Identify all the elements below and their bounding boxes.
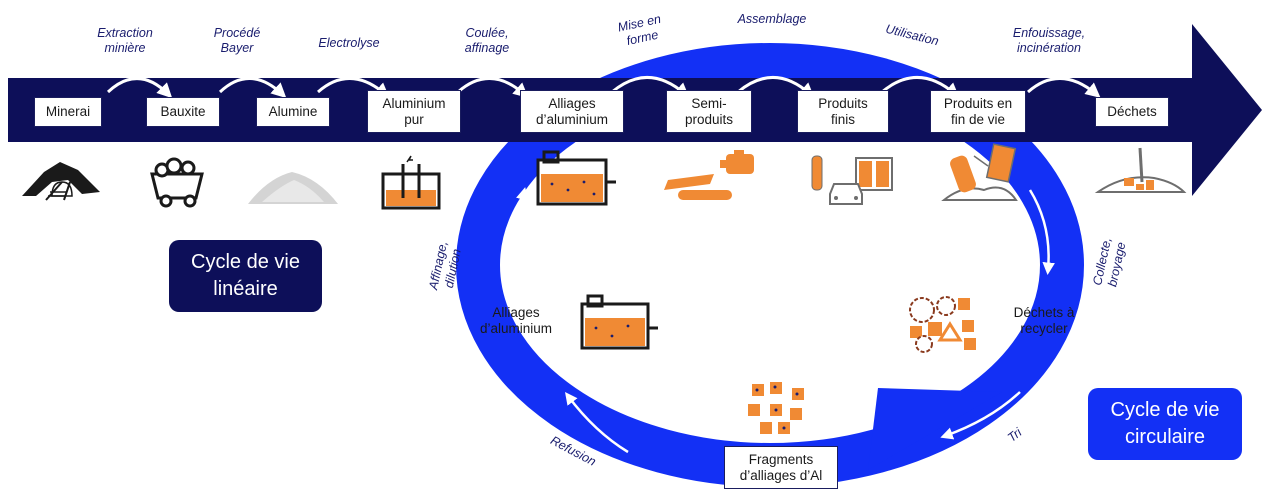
legend-circular: Cycle de vie circulaire <box>1088 388 1242 460</box>
alumina-powder-icon <box>248 172 338 204</box>
mine-icon <box>22 162 100 201</box>
end-of-life-products-icon <box>941 143 1018 201</box>
alliages-aluminium-ring-label: Alliages d’aluminium <box>479 305 553 336</box>
dechets-box: Déchets <box>1095 97 1169 127</box>
landfill-icon <box>1094 147 1187 193</box>
aluminium-pur-box: Aluminium pur <box>367 90 461 133</box>
step-electrolyse: Electrolyse <box>318 36 380 50</box>
alumine-box: Alumine <box>256 97 330 127</box>
finished-products-icon <box>811 155 893 205</box>
semi-produits-box: Semi- produits <box>666 90 752 133</box>
linear-step-arrows <box>106 76 1101 99</box>
bauxite-box: Bauxite <box>146 97 220 127</box>
ring-arrowhead <box>868 388 1002 470</box>
electrolysis-cell-icon <box>381 155 441 210</box>
legend-linear: Cycle de vie linéaire <box>169 240 322 312</box>
step-coulee-affinage: Coulée, affinage <box>464 26 510 55</box>
step-extraction-miniere: Extraction minière <box>97 26 153 55</box>
dechets-a-recycler-label: Déchets à recycler <box>1013 305 1075 336</box>
linear-arrow <box>8 24 1262 196</box>
furnace-icon <box>536 150 616 206</box>
ore-cart-icon <box>150 157 204 208</box>
minerai-box: Minerai <box>34 97 102 127</box>
furnace-icon <box>580 294 658 350</box>
ring-step-arrows <box>512 187 1055 454</box>
step-assemblage: Assemblage <box>737 12 807 26</box>
produits-finis-box: Produits finis <box>797 90 889 133</box>
semi-products-icon <box>664 150 754 200</box>
fragments-icon <box>748 382 804 434</box>
waste-pile-icon <box>909 296 976 353</box>
alliages-aluminium-box: Alliages d’aluminium <box>520 90 624 133</box>
step-procede-bayer: Procédé Bayer <box>213 26 261 55</box>
fragments-alliages-box: Fragments d’alliages d’Al <box>724 446 838 489</box>
step-enfouissage-incineration: Enfouissage, incinération <box>1012 26 1086 55</box>
produits-fin-de-vie-box: Produits en fin de vie <box>930 90 1026 133</box>
